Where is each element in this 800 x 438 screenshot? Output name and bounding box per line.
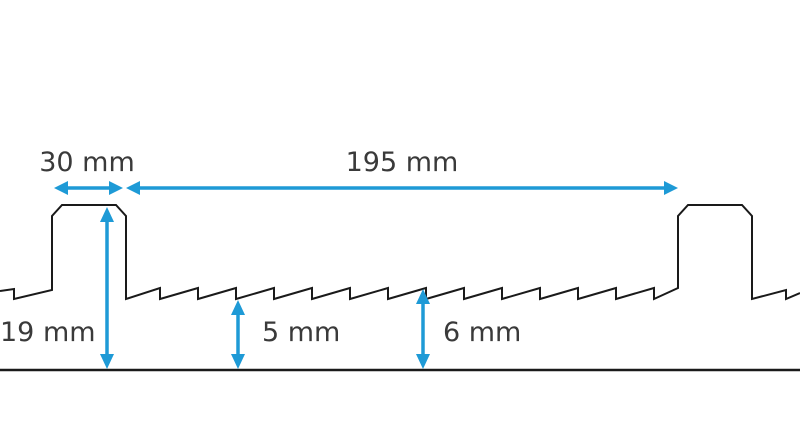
rib-width-dimension xyxy=(54,181,123,195)
rib-spacing-dimension xyxy=(126,181,678,195)
groove-max-height-label: 6 mm xyxy=(443,317,521,348)
total-height-dimension xyxy=(100,207,114,369)
rib-spacing-label: 195 mm xyxy=(346,147,459,178)
rib-width-label: 30 mm xyxy=(39,147,135,178)
profile-outline xyxy=(0,204,800,301)
groove-min-height-label: 5 mm xyxy=(262,317,340,348)
total-height-label: 19 mm xyxy=(0,317,96,348)
groove-min-height-dimension xyxy=(231,300,245,369)
groove-max-height-dimension xyxy=(416,289,430,369)
